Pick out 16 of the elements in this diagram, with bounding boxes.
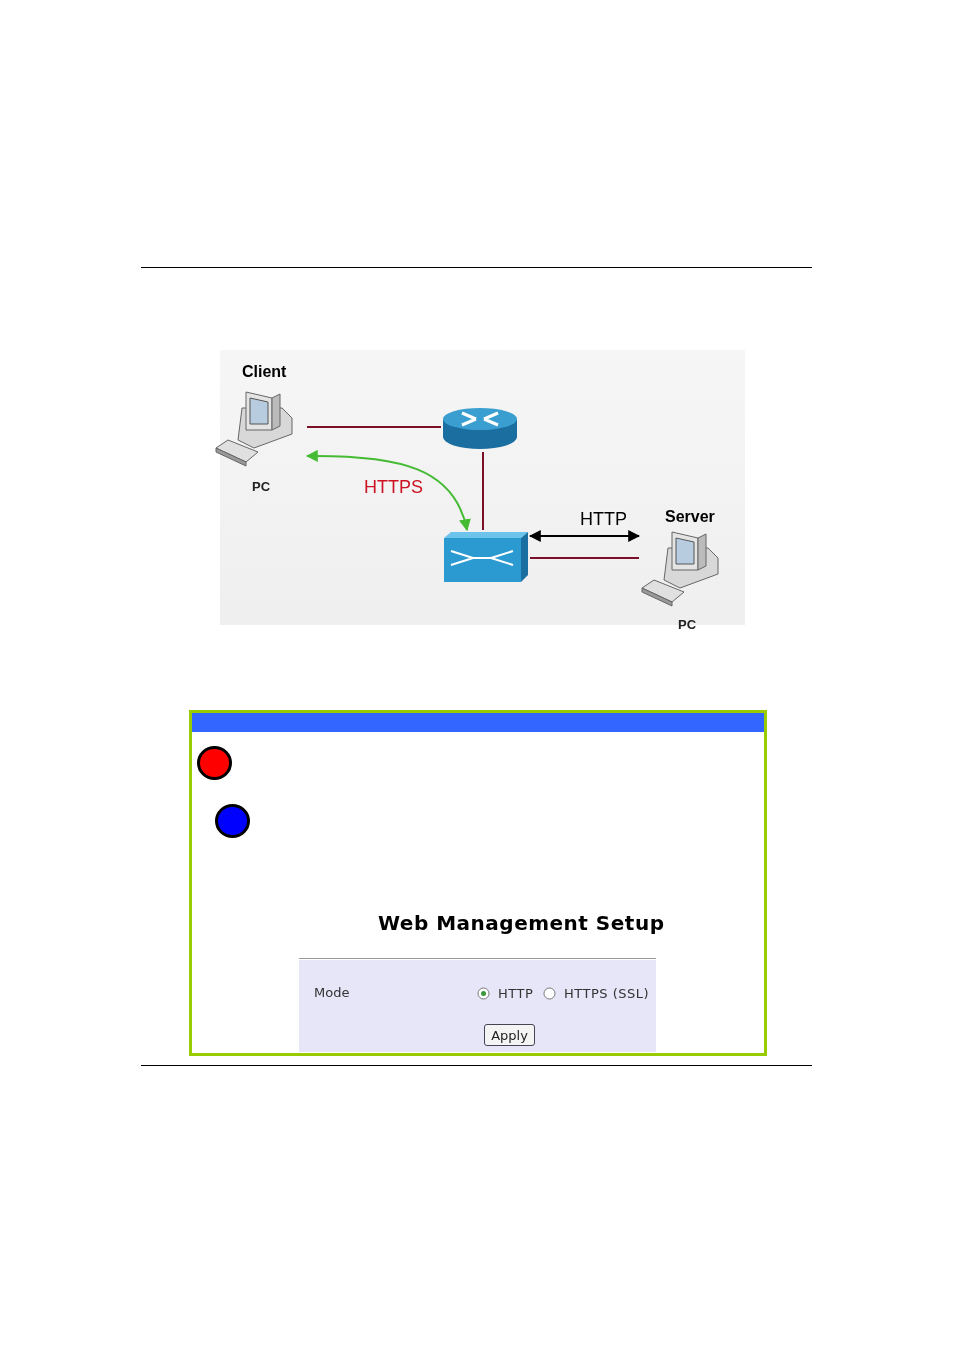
switch-icon (443, 531, 529, 583)
page-heading: Web Management Setup (378, 913, 665, 933)
apply-button: Apply (484, 1024, 535, 1046)
node-title: Server (665, 509, 715, 525)
option-label: HTTPS (SSL) (564, 987, 650, 1000)
node-caption: PC (252, 480, 271, 493)
node-caption: PC (678, 618, 697, 631)
router-icon (442, 407, 518, 451)
connector (482, 451, 484, 531)
connector (306, 426, 442, 428)
connector (529, 557, 640, 559)
connector (305, 450, 470, 532)
connector (528, 530, 641, 542)
option-label: HTTP (498, 987, 534, 1000)
node-title: Client (242, 364, 287, 380)
field-label: Mode (314, 986, 350, 999)
